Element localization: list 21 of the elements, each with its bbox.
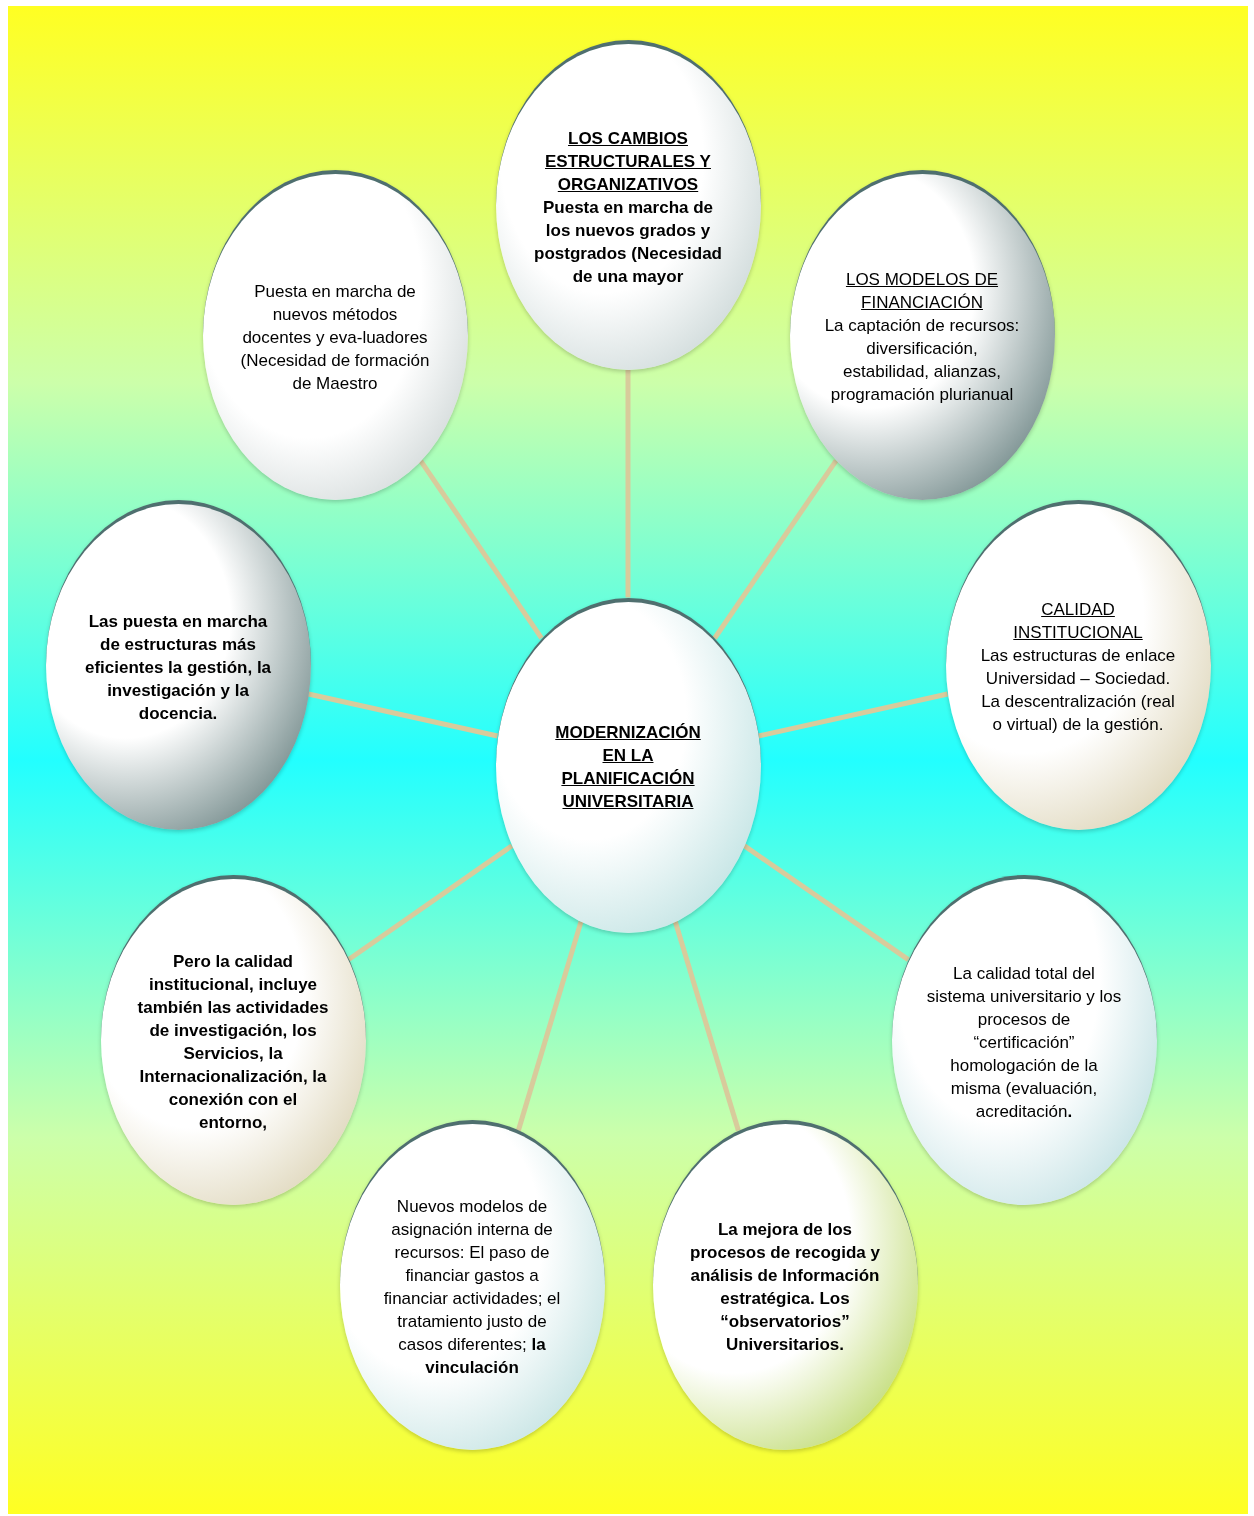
connector-line: [625, 370, 631, 598]
topic-heading: CALIDAD INSTITUCIONAL: [1012, 599, 1144, 644]
topic-heading: LOS CAMBIOS ESTRUCTURALES Y ORGANIZATIVOS: [544, 127, 712, 196]
topic-text: Pero la calidad institucional, incluye también las actividades de investigación, los Servicios, la Internacionalización, la conexión con el entorno,: [136, 951, 330, 1134]
connector-line: [742, 843, 910, 962]
topic-text: Puesta en marcha de los nuevos grados y postgrados (Necesidad de una mayor: [533, 196, 723, 288]
topic-heading: LOS MODELOS DE FINANCIACIÓN: [844, 269, 1000, 314]
topic-text: La mejora de los procesos de recogida y análisis de Información estratégica. Los “observatorios” Universitarios.: [689, 1219, 881, 1356]
topic-text: La descentralización (real o virtual) de la gestión.: [980, 691, 1176, 736]
topic-text: Puesta en marcha de nuevos métodos docentes y eva-luadores (Necesidad de formación de Maestro: [239, 280, 431, 395]
connector-line: [347, 843, 514, 962]
topic-text: Las estructuras de enlace Universidad – Sociedad.: [979, 645, 1177, 690]
topic-text: Las puesta en marcha de estructuras más eficientes la gestión, la investigación y la docencia.: [83, 610, 273, 725]
connector-line: [418, 459, 544, 640]
topic-heading: MODERNIZACIÓN EN LA PLANIFICACIÓN UNIVERSITARIA: [554, 722, 702, 813]
topic-text: La calidad total del sistema universitario y los procesos de “certificación” homologación de la misma (evaluación, acreditación.: [925, 962, 1123, 1123]
connector-line: [712, 459, 839, 640]
connector-line: [515, 920, 584, 1132]
topic-text: Nuevos modelos de asignación interna de recursos: El paso de financiar gastos a financiar actividades; el tratamiento justo de casos diferentes; la vinculación: [382, 1196, 562, 1379]
topic-text: La captación de recursos: diversificación, estabilidad, alianzas, programación plurianual: [823, 315, 1021, 406]
connector-line: [672, 920, 741, 1132]
